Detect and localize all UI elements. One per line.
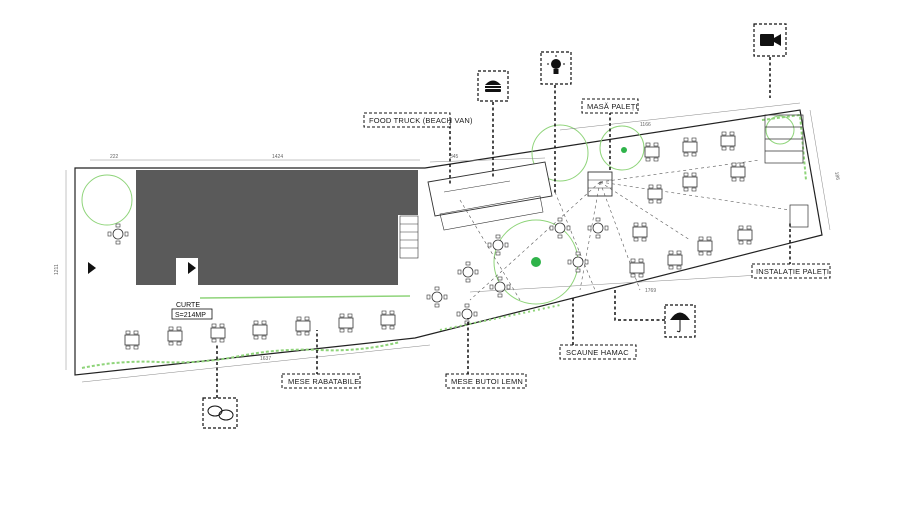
dim-left-side: 1211 [54, 264, 60, 275]
dimension-lines [65, 102, 831, 383]
dim-bottom-right: 1769 [645, 288, 656, 294]
pallet-table [587, 171, 613, 197]
pallet-installation [764, 114, 809, 228]
speech-bubbles-icon [202, 397, 238, 429]
label-scaune-hamac: SCAUNE HAMAC [559, 344, 637, 360]
tree-top-accent [621, 147, 627, 153]
label-food-truck: FOOD TRUCK (BEACH VAN) [363, 112, 473, 128]
food-truck [427, 161, 553, 231]
label-food-truck-text: FOOD TRUCK (BEACH VAN) [369, 116, 473, 125]
label-masa-paleti: MASĂ PALEȚI [581, 98, 639, 114]
light-rays [459, 159, 791, 301]
video-camera-icon [753, 23, 787, 57]
dim-top-middle: 1424 [272, 154, 283, 160]
dim-top-right: 1166 [640, 122, 651, 128]
label-mese-butoi-lemn-text: MESE BUTOI LEMN [451, 377, 523, 386]
lightbulb-icon [540, 51, 572, 85]
label-masa-paleti-text: MASĂ PALEȚI [587, 102, 638, 111]
label-mese-butoi-lemn: MESE BUTOI LEMN [445, 373, 527, 389]
umbrella-icon [664, 304, 696, 338]
dim-bottom-left: 1637 [260, 356, 271, 362]
label-instalatie-paleti-text: INSTALAȚIE PALEȚI [756, 267, 829, 276]
label-instalatie-paleti: INSTALAȚIE PALEȚI [751, 263, 831, 279]
label-scaune-hamac-text: SCAUNE HAMAC [566, 348, 629, 357]
burger-icon [477, 70, 509, 102]
label-mese-rabatabile-text: MESE RABATABILE [288, 377, 360, 386]
tree-center-accent [531, 257, 541, 267]
label-mese-rabatabile: MESE RABATABILE [281, 373, 361, 389]
building [136, 170, 418, 285]
leader-lines [216, 57, 791, 398]
courtyard-name: CURTE [176, 302, 200, 309]
dim-top-left: 222 [110, 154, 119, 160]
entry-arrow-left [88, 262, 96, 274]
courtyard-label: CURTE S=214MP [171, 302, 213, 320]
dim-right-side: 186 [833, 171, 840, 180]
greenery [81, 113, 807, 369]
dimension-labels: 222 1424 345 1166 1637 1769 1211 186 [54, 122, 840, 362]
pallet-table-slats [588, 179, 612, 189]
entry-arrow-right [188, 262, 196, 274]
side-stairs [399, 215, 419, 259]
courtyard-area: S=214MP [175, 312, 206, 319]
dim-food-truck: 345 [450, 154, 459, 160]
